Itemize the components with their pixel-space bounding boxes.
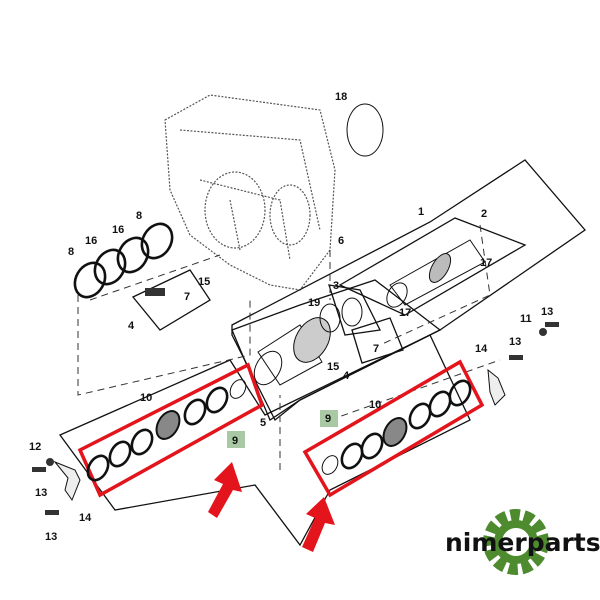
kit-9-left-rings bbox=[86, 379, 247, 482]
callout: 14 bbox=[79, 512, 92, 524]
callout: 2 bbox=[481, 208, 487, 220]
callout: 18 bbox=[335, 91, 347, 103]
kit-9-tag-left bbox=[227, 431, 245, 448]
box-2 bbox=[338, 217, 527, 316]
callout: 13 bbox=[541, 306, 553, 318]
red-arrow-right-icon bbox=[302, 497, 335, 552]
o-ring-19 bbox=[319, 303, 341, 333]
bolts bbox=[32, 322, 559, 515]
callout: 1 bbox=[418, 206, 424, 218]
kit-9-right-rings bbox=[321, 379, 472, 475]
callout: 15 bbox=[198, 276, 210, 288]
callout: 16 bbox=[85, 235, 97, 247]
callout: 14 bbox=[475, 343, 488, 355]
callout: 13 bbox=[35, 487, 47, 499]
callout: 9 bbox=[325, 413, 331, 425]
callout: 17 bbox=[480, 257, 492, 269]
callout: 8 bbox=[136, 210, 142, 222]
valve-7 bbox=[145, 288, 165, 296]
nimerparts-logo: nimerparts bbox=[445, 509, 600, 575]
callout: 11 bbox=[520, 313, 532, 325]
callout: 10 bbox=[140, 392, 152, 404]
callout: 17 bbox=[399, 307, 411, 319]
callout: 3 bbox=[333, 280, 339, 292]
callout: 13 bbox=[45, 531, 57, 543]
red-arrow-left-icon bbox=[208, 462, 242, 518]
callout: 12 bbox=[29, 441, 41, 453]
shaft-5 bbox=[253, 317, 331, 386]
transmission-housing bbox=[164, 94, 336, 291]
callout: 15 bbox=[327, 361, 339, 373]
shift-fork-14-right bbox=[487, 368, 506, 406]
assembly-frame-1 bbox=[231, 159, 586, 422]
callout-labels: 18 1 2 8 16 16 8 6 19 3 15 7 17 17 4 7 1… bbox=[29, 91, 553, 543]
callout: 19 bbox=[308, 297, 320, 309]
callout: 7 bbox=[373, 343, 379, 355]
callout: 16 bbox=[112, 224, 124, 236]
o-ring-3 bbox=[341, 297, 363, 327]
shift-fork-14-left bbox=[53, 460, 81, 502]
callout: 9 bbox=[232, 435, 238, 447]
rings-8-16 bbox=[73, 222, 174, 299]
callout: 10 bbox=[369, 399, 381, 411]
callout: 6 bbox=[338, 235, 344, 247]
callout: 5 bbox=[260, 417, 266, 429]
kit-9-tag-right bbox=[320, 410, 338, 427]
box-4-right bbox=[351, 317, 404, 364]
callout: 7 bbox=[184, 291, 190, 303]
piston-2 bbox=[386, 239, 486, 308]
callout: 4 bbox=[343, 370, 350, 382]
callout: 13 bbox=[509, 336, 521, 348]
assembly-frame-5 bbox=[231, 279, 442, 421]
callout: 8 bbox=[68, 246, 74, 258]
logo-text: nimerparts bbox=[445, 528, 600, 557]
o-ring-18 bbox=[346, 103, 384, 157]
box-4-left bbox=[131, 269, 211, 331]
assembly-frame-main bbox=[58, 334, 471, 547]
kit-9-right-highlight bbox=[302, 359, 485, 498]
callout: 4 bbox=[128, 320, 135, 332]
